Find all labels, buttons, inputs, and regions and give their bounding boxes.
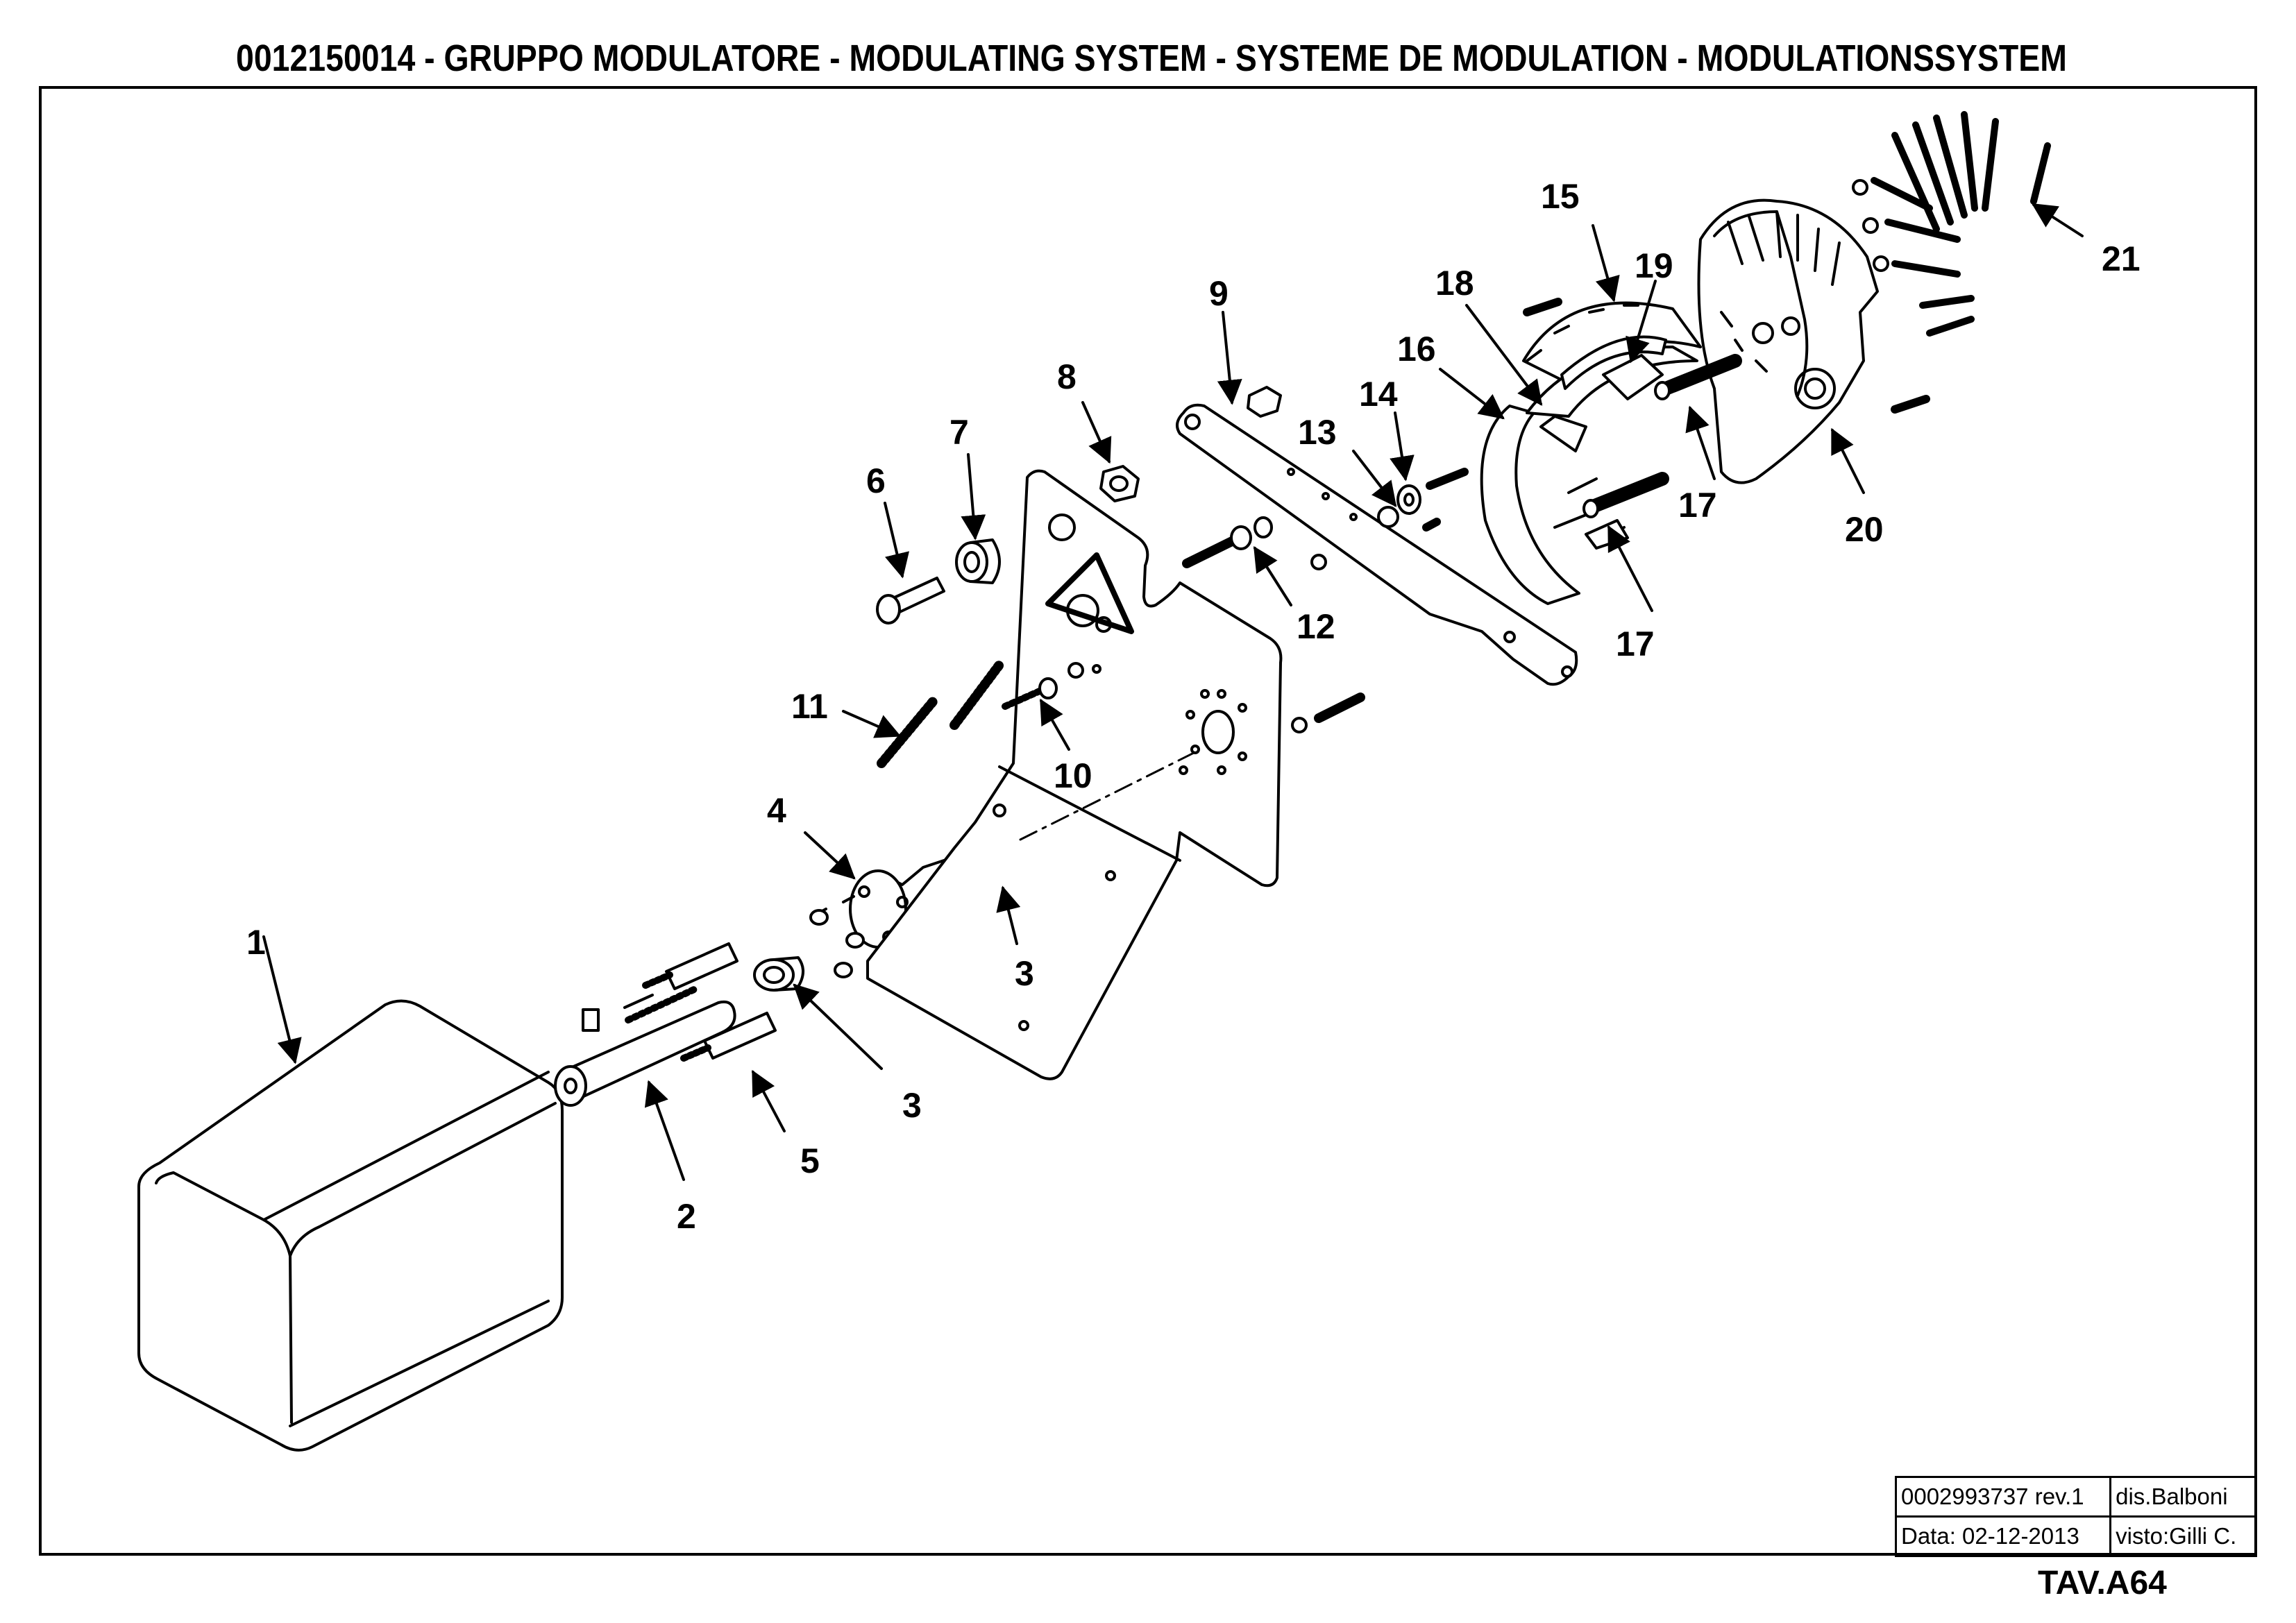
- drawing-frame: [39, 86, 2257, 1556]
- callout-17b: 17: [1616, 624, 1655, 663]
- callout-9: 9: [1209, 274, 1229, 313]
- callout-10: 10: [1054, 756, 1092, 795]
- callout-21: 21: [2102, 239, 2141, 278]
- title-block: 0002993737 rev.1 dis.Balboni Data: 02-12…: [1894, 1476, 2257, 1557]
- servomotor-housing: [137, 999, 564, 1452]
- callout-4: 4: [767, 791, 786, 830]
- leader-arrows: [262, 203, 2084, 1181]
- sheet-id: TAV.A64: [2038, 1565, 2167, 1601]
- callout-5: 5: [800, 1141, 820, 1180]
- cam-bracket: [1697, 198, 1879, 484]
- callout-17: 17: [1678, 486, 1717, 525]
- callout-8: 8: [1057, 357, 1077, 396]
- mounting-plate: [866, 469, 1283, 1080]
- callout-6: 6: [866, 461, 886, 500]
- screw-set: [1871, 111, 2051, 337]
- drawing-title: 0012150014 - GRUPPO MODULATORE - MODULAT…: [236, 37, 2067, 79]
- callout-3b: 3: [1015, 954, 1034, 993]
- drawing-number: 0002993737 rev.1: [1894, 1476, 2112, 1518]
- pivot-bolt: [876, 577, 945, 624]
- callout-15: 15: [1541, 177, 1580, 216]
- adjustment-band: [1522, 301, 1702, 418]
- threaded-spacers: [642, 942, 777, 1062]
- callout-14: 14: [1359, 375, 1398, 414]
- callout-1: 1: [246, 923, 266, 962]
- callout-7: 7: [949, 413, 969, 452]
- callout-16: 16: [1397, 330, 1436, 368]
- callout-11: 11: [791, 687, 828, 726]
- callout-19: 19: [1635, 246, 1673, 285]
- callout-2: 2: [677, 1197, 696, 1236]
- checked-by: visto:Gilli C.: [2109, 1515, 2257, 1557]
- drawn-by: dis.Balboni: [2109, 1476, 2257, 1518]
- callout-13: 13: [1298, 413, 1337, 452]
- callout-20: 20: [1845, 510, 1884, 549]
- callout-18: 18: [1435, 264, 1474, 303]
- drawing-date: Data: 02-12-2013: [1894, 1515, 2112, 1557]
- callout-3: 3: [902, 1086, 922, 1125]
- callout-12: 12: [1297, 607, 1335, 646]
- lever-arm: [1176, 386, 1578, 686]
